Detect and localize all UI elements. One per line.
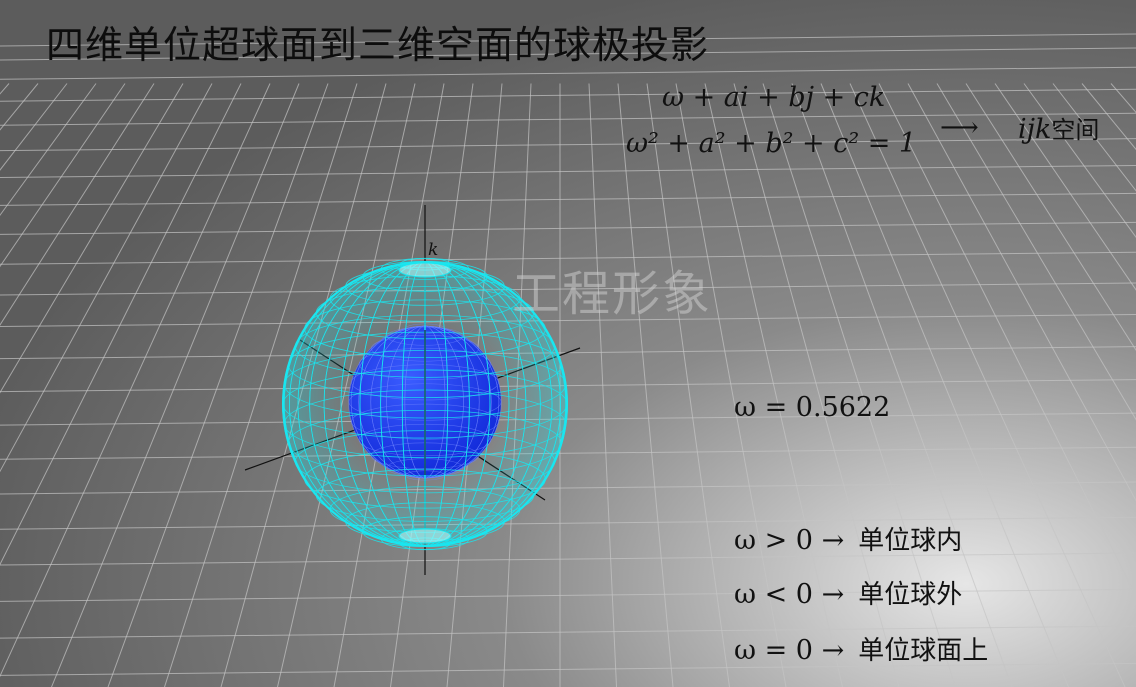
watermark: 工程形象	[512, 266, 713, 322]
target-space-label: ijk空间	[1018, 110, 1099, 145]
axis-label-k: k	[428, 240, 439, 260]
target-word: 空间	[1051, 116, 1100, 144]
page-title: 四维单位超球面到三维空面的球极投影	[46, 23, 710, 67]
omega-value: ω = 0.5622	[734, 392, 891, 423]
rule-zero: ω = 0 → 单位球面上	[734, 630, 988, 667]
quaternion-formula: ω + ai + bj + ck	[662, 82, 886, 113]
rule-result: 单位球面上	[858, 636, 989, 666]
unit-norm-formula: ω² + a² + b² + c² = 1	[626, 128, 917, 159]
rule-negative: ω < 0 → 单位球外	[734, 574, 962, 611]
rule-condition: ω < 0 →	[734, 579, 845, 610]
rule-result: 单位球外	[858, 580, 963, 610]
target-vars: ijk	[1018, 114, 1052, 145]
rule-condition: ω > 0 →	[734, 525, 845, 556]
rule-positive: ω > 0 → 单位球内	[734, 520, 962, 557]
maps-to-arrow: ⟶	[940, 112, 979, 143]
rule-result: 单位球内	[858, 526, 963, 556]
rule-condition: ω = 0 →	[734, 635, 845, 666]
